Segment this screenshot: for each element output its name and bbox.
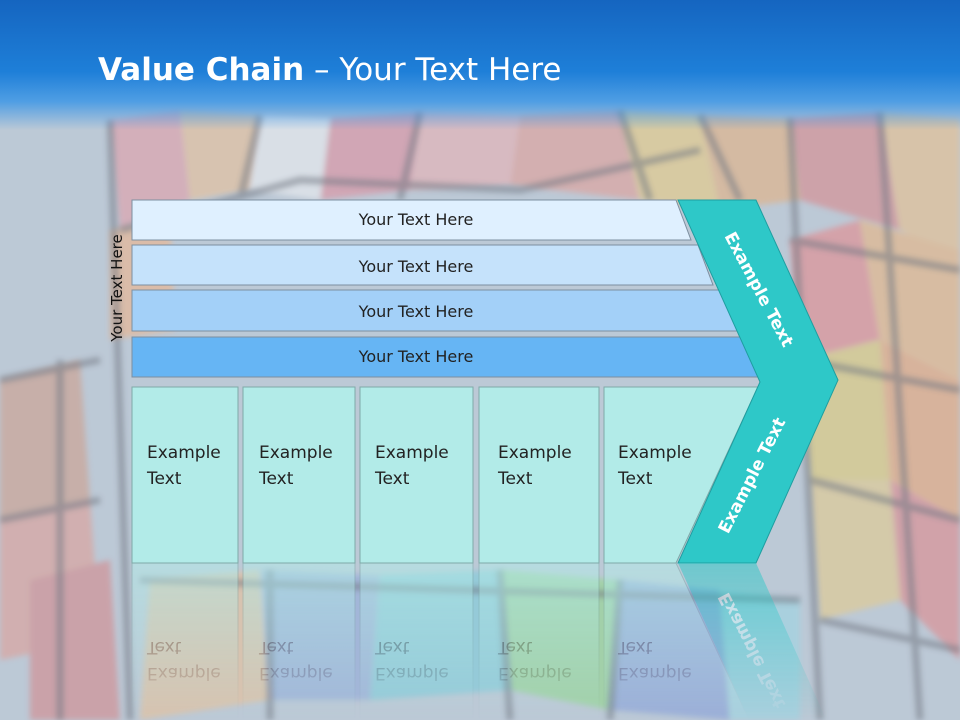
diagram-reflection: Example Text Example Text Example Text E… [131, 562, 827, 720]
page-title: Value Chain – Your Text Here [98, 52, 561, 88]
column-3-line1: Example [498, 443, 572, 463]
column-4-line1: Example [618, 443, 692, 463]
column-1-line2: Text [258, 469, 294, 489]
reflection-text-0b: Text [146, 637, 182, 657]
bar-1[interactable]: Your Text Here [131, 244, 714, 286]
column-2[interactable]: Example Text [359, 386, 474, 564]
reflection-text-0: Example [147, 663, 221, 683]
column-4[interactable]: Example Text [603, 386, 759, 564]
bar-1-label: Your Text Here [358, 257, 474, 276]
header-banner [0, 0, 960, 130]
chevron-shape [677, 199, 839, 564]
reflection-text-2: Example [375, 663, 449, 683]
column-2-line1: Example [375, 443, 449, 463]
bar-3-label: Your Text Here [358, 347, 474, 366]
title-rest: – Your Text Here [304, 52, 562, 88]
bar-2[interactable]: Your Text Here [131, 289, 739, 332]
bar-0[interactable]: Your Text Here [131, 199, 692, 241]
column-2-box [359, 386, 474, 564]
bar-0-label: Your Text Here [358, 210, 474, 229]
column-0-box [131, 386, 239, 564]
title-bold: Value Chain [98, 52, 305, 88]
column-1-line1: Example [259, 443, 333, 463]
reflection-text-2b: Text [374, 637, 410, 657]
reflection-text-1b: Text [258, 637, 294, 657]
bar-3[interactable]: Your Text Here [131, 336, 763, 378]
chevron-arrow[interactable]: Example Text Example Text [677, 199, 839, 564]
column-3-line2: Text [497, 469, 533, 489]
column-2-line2: Text [374, 469, 410, 489]
column-4-line2: Text [617, 469, 653, 489]
reflection-text-3b: Text [497, 637, 533, 657]
bar-2-label: Your Text Here [358, 302, 474, 321]
reflection-text-4: Example [618, 663, 692, 683]
reflection-text-1: Example [259, 663, 333, 683]
reflection-text-3: Example [498, 663, 572, 683]
column-3[interactable]: Example Text [478, 386, 600, 564]
column-0[interactable]: Example Text [131, 386, 239, 564]
bar-1-shape [131, 244, 714, 286]
bar-0-shape [131, 199, 692, 241]
column-1[interactable]: Example Text [242, 386, 356, 564]
column-0-line1: Example [147, 443, 221, 463]
column-0-line2: Text [146, 469, 182, 489]
reflection-text-4b: Text [617, 637, 653, 657]
column-1-box [242, 386, 356, 564]
column-3-box [478, 386, 600, 564]
